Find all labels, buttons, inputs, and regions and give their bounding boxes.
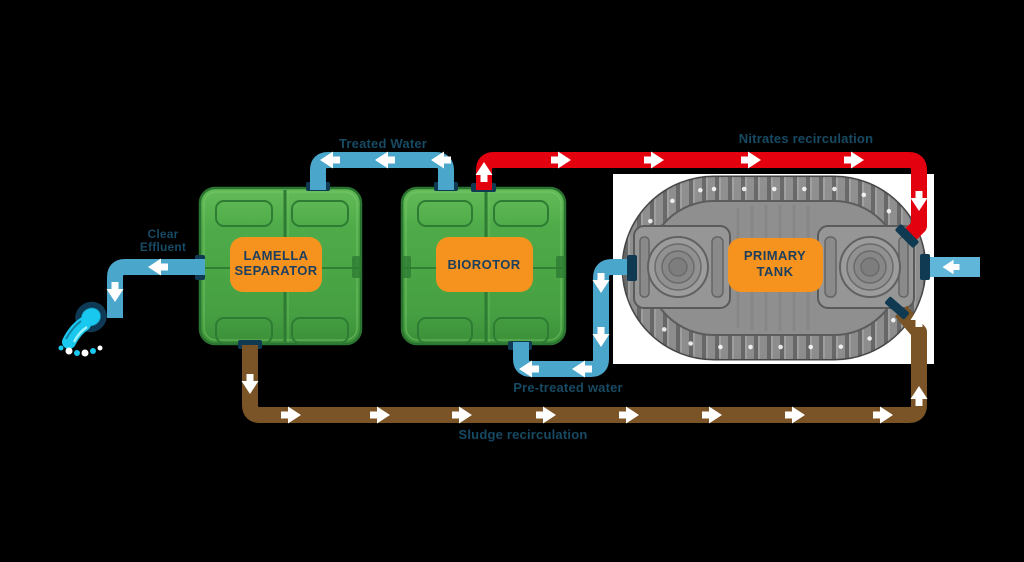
biorotor-label: BIOROTOR [447,257,520,272]
primary-tank-connectors [627,224,930,320]
clear-effluent-outfall-icon [58,301,107,357]
tank-name-plates: LAMELLA SEPARATOR BIOROTOR PRIMARY TANK [230,237,823,292]
nitrates-recirculation-label: Nitrates recirculation [739,131,873,146]
lamella-separator-plate [230,237,322,292]
primary-right-port [920,254,930,280]
primary-tank-plate [728,238,823,292]
sludge-recirculation-label: Sludge recirculation [459,427,588,442]
primary-tank-label-line2: TANK [757,264,794,279]
flow-labels: Treated Water Nitrates recirculation Pre… [140,131,873,442]
pre-treated-water-label: Pre-treated water [513,380,623,395]
primary-nitrates-port [895,224,919,248]
lamella-panel-lines [215,200,349,344]
pre-treated-water-pipe [513,259,630,377]
primary-tank-label-line1: PRIMARY [744,248,806,263]
clear-effluent-label-line2: Effluent [140,240,186,254]
primary-left-port [627,255,637,281]
primary-sludge-port [885,296,909,320]
primary-tank-right-manhole [817,225,915,309]
clear-effluent-label-line1: Clear [147,227,178,241]
clear-effluent-pipe [107,259,205,318]
lamella-separator-label-line2: SEPARATOR [234,263,317,278]
biorotor-plate [436,237,533,292]
lamella-separator-label-line1: LAMELLA [244,248,309,263]
primary-tank-left-manhole [633,225,731,309]
treated-water-label: Treated Water [339,136,427,151]
sludge-recirculation-pipe [242,305,927,423]
